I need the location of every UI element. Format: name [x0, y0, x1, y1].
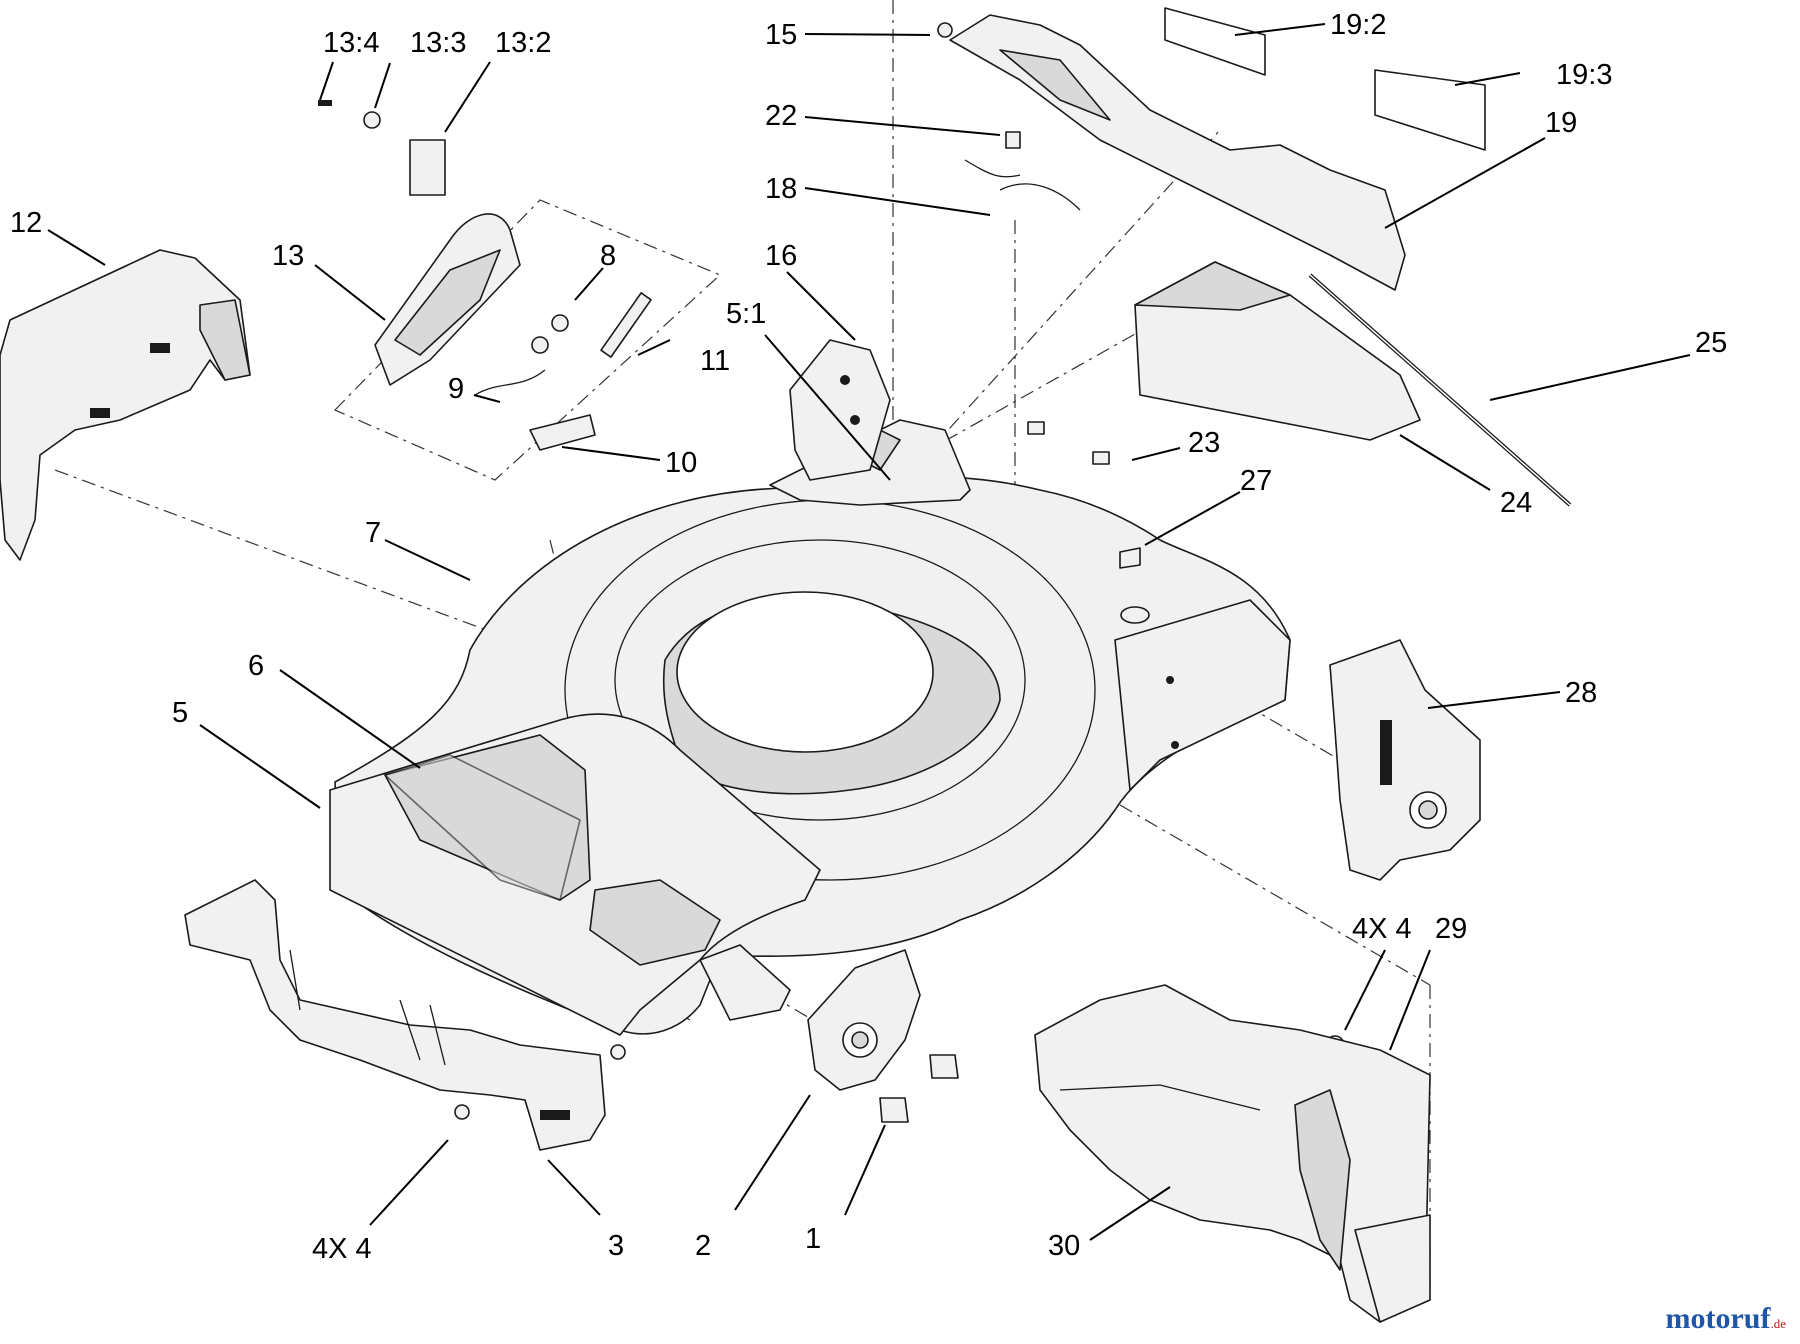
watermark-name: motoruf [1665, 1302, 1771, 1335]
callout-5-1: 5:1 [726, 298, 766, 330]
callout-27: 27 [1240, 465, 1272, 497]
callout-30: 30 [1048, 1230, 1080, 1262]
callout-22: 22 [765, 100, 797, 132]
watermark-logo: motoruf.de [1665, 1302, 1786, 1336]
cover-30 [1034, 984, 1431, 1323]
callout-15: 15 [765, 19, 797, 51]
callout-2: 2 [695, 1230, 711, 1262]
callout-7: 7 [365, 517, 381, 549]
callout-labels: 13:4 13:3 13:2 15 19:2 19:3 19 22 18 12 … [10, 9, 1727, 1265]
callout-24: 24 [1500, 487, 1532, 519]
callout-19: 19 [1545, 107, 1577, 139]
watermark-domain: .de [1770, 1316, 1786, 1331]
callout-23: 23 [1188, 427, 1220, 459]
callout-13: 13 [272, 240, 304, 272]
callout-6: 6 [248, 650, 264, 682]
callout-25: 25 [1695, 327, 1727, 359]
callout-4x4-left: 4X 4 [312, 1233, 372, 1265]
callout-1: 1 [805, 1223, 821, 1255]
callout-9: 9 [448, 373, 464, 405]
callout-19-3: 19:3 [1556, 59, 1612, 91]
callout-8: 8 [600, 240, 616, 272]
label-6 [384, 754, 581, 901]
cover-19 [949, 7, 1486, 291]
callout-19-2: 19:2 [1330, 9, 1386, 41]
callout-16: 16 [765, 240, 797, 272]
callout-12: 12 [10, 207, 42, 239]
chute-24 [1134, 261, 1421, 441]
mower-deck [329, 475, 1291, 1036]
callout-4x4-right: 4X 4 [1352, 913, 1412, 945]
spring-and-fasteners [937, 22, 1150, 624]
handle-bracket-13-group [318, 100, 722, 481]
callout-10: 10 [665, 447, 697, 479]
rear-flap-12 [0, 249, 251, 561]
bracket-16 [789, 339, 891, 481]
height-adjuster-28 [1329, 639, 1481, 881]
callout-29: 29 [1435, 913, 1467, 945]
callout-13-3: 13:3 [410, 27, 466, 59]
wheel-plate-2 [807, 949, 959, 1123]
callout-11: 11 [700, 345, 730, 377]
front-adjuster-3 [184, 879, 626, 1151]
rod-25 [1308, 273, 1572, 507]
callout-3: 3 [608, 1230, 624, 1262]
callout-5: 5 [172, 697, 188, 729]
leader-lines [47, 23, 1691, 1241]
callout-18: 18 [765, 173, 797, 205]
callout-13-4: 13:4 [323, 27, 379, 59]
callout-28: 28 [1565, 677, 1597, 709]
callout-13-2: 13:2 [495, 27, 551, 59]
